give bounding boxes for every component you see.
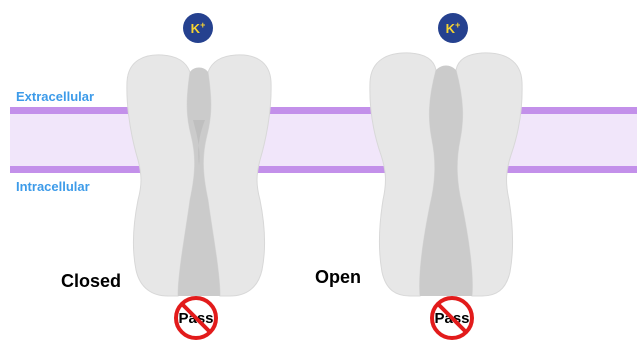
membrane-band xyxy=(10,110,637,170)
open-state-label: Open xyxy=(315,267,361,287)
cell-membrane xyxy=(10,107,637,173)
no-pass-sign-open: Pass xyxy=(432,298,472,338)
ion-charge: + xyxy=(200,20,205,30)
ion-charge: + xyxy=(455,20,460,30)
potassium-ion-closed: K+ xyxy=(183,13,213,43)
open-channel xyxy=(370,53,522,296)
intracellular-label: Intracellular xyxy=(16,179,90,194)
potassium-ion-open: K+ xyxy=(438,13,468,43)
closed-state-label: Closed xyxy=(61,271,121,291)
membrane-inner-boundary xyxy=(10,166,637,173)
closed-channel xyxy=(127,55,271,296)
membrane-outer-boundary xyxy=(10,107,637,114)
no-pass-sign-closed: Pass xyxy=(176,298,216,338)
extracellular-label: Extracellular xyxy=(16,89,94,104)
